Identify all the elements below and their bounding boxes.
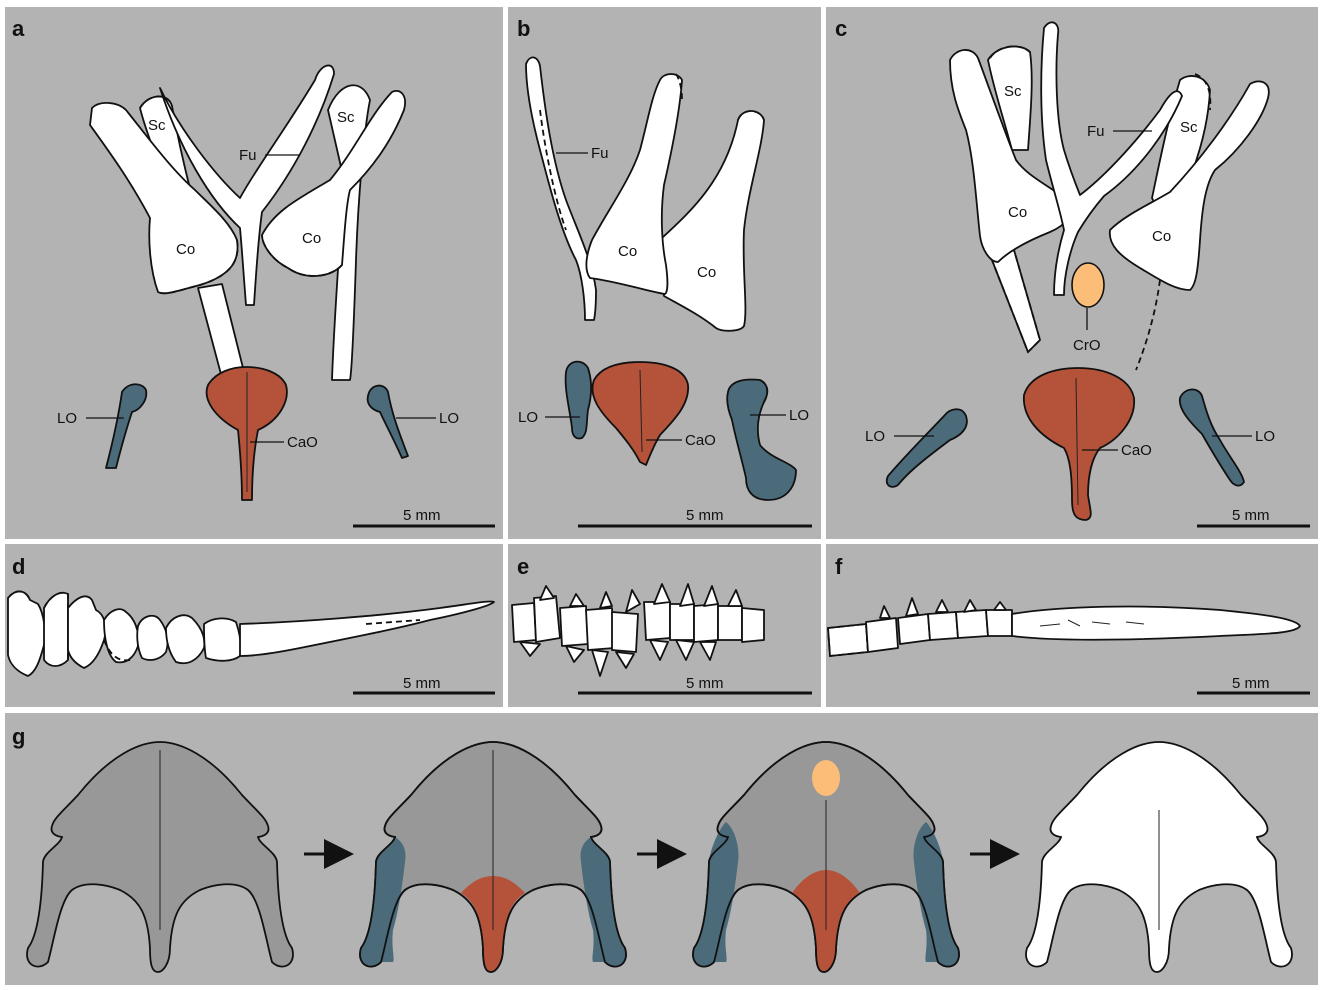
panel-a-label-co-right: Co bbox=[302, 230, 321, 247]
panel-f-vertebra-1 bbox=[828, 624, 868, 656]
panel-b-label-fu: Fu bbox=[591, 145, 609, 162]
panel-a-letter: a bbox=[12, 16, 25, 41]
panel-c-scale-label: 5 mm bbox=[1232, 507, 1270, 524]
panel-c-label-lo-right: LO bbox=[1255, 428, 1275, 445]
panel-b-scale-label: 5 mm bbox=[686, 507, 724, 524]
panel-f-letter: f bbox=[835, 554, 843, 579]
panel-e-vertebra-4 bbox=[586, 608, 614, 650]
panel-c-cranial-ossification bbox=[1072, 263, 1104, 307]
panel-g-letter: g bbox=[12, 724, 25, 749]
panel-f-scale-label: 5 mm bbox=[1232, 675, 1270, 692]
panel-e-vertebra-6 bbox=[644, 602, 670, 640]
panel-e-vertebra-2 bbox=[534, 596, 560, 642]
panel-b-letter: b bbox=[517, 16, 530, 41]
panel-b-label-lo-right: LO bbox=[789, 407, 809, 424]
panel-c-label-fu: Fu bbox=[1087, 123, 1105, 140]
panel-e-letter: e bbox=[517, 554, 529, 579]
panel-d-vertebra-7 bbox=[204, 618, 241, 660]
panel-e-scale-label: 5 mm bbox=[686, 675, 724, 692]
panel-e-vertebra-10 bbox=[742, 608, 764, 642]
panel-b-label-co-left: Co bbox=[618, 243, 637, 260]
panel-c-letter: c bbox=[835, 16, 847, 41]
panel-a-scale-label: 5 mm bbox=[403, 507, 441, 524]
panel-e-vertebra-3 bbox=[560, 606, 588, 646]
panel-d-vertebra-2 bbox=[44, 593, 68, 666]
panel-e-vertebra-5 bbox=[612, 612, 638, 652]
panel-f-vertebra-6 bbox=[986, 610, 1012, 636]
panel-d-letter: d bbox=[12, 554, 25, 579]
panel-a-label-co-left: Co bbox=[176, 241, 195, 258]
panel-d-scale-label: 5 mm bbox=[403, 675, 441, 692]
panel-b-label-cao: CaO bbox=[685, 432, 716, 449]
panel-f-vertebra-5 bbox=[956, 610, 988, 638]
panel-e-vertebra-1 bbox=[512, 603, 536, 642]
panel-a-label-sc-left: Sc bbox=[148, 117, 166, 134]
panel-f-vertebra-2 bbox=[866, 618, 898, 652]
panel-b-label-co-right: Co bbox=[697, 264, 716, 281]
panel-b-label-lo-left: LO bbox=[518, 409, 538, 426]
panel-f-vertebra-3 bbox=[898, 614, 930, 644]
panel-c-label-lo-left: LO bbox=[865, 428, 885, 445]
panel-c-label-sc-right: Sc bbox=[1180, 119, 1198, 136]
panel-a-label-lo-right: LO bbox=[439, 410, 459, 427]
panel-c-label-co-right: Co bbox=[1152, 228, 1171, 245]
panel-e-vertebra-7 bbox=[670, 604, 694, 640]
panel-f-vertebra-4 bbox=[928, 612, 958, 640]
panel-c-label-sc-left: Sc bbox=[1004, 83, 1022, 100]
panel-c-label-cao: CaO bbox=[1121, 442, 1152, 459]
panel-a-label-fu: Fu bbox=[239, 147, 257, 164]
panel-a-label-cao: CaO bbox=[287, 434, 318, 451]
panel-c-label-cro: CrO bbox=[1073, 337, 1101, 354]
panel-c-label-co-left: Co bbox=[1008, 204, 1027, 221]
panel-a-label-lo-left: LO bbox=[57, 410, 77, 427]
panel-a-label-sc-right: Sc bbox=[337, 109, 355, 126]
panel-e-vertebra-8 bbox=[694, 604, 718, 642]
panel-e-vertebra-9 bbox=[718, 606, 742, 640]
